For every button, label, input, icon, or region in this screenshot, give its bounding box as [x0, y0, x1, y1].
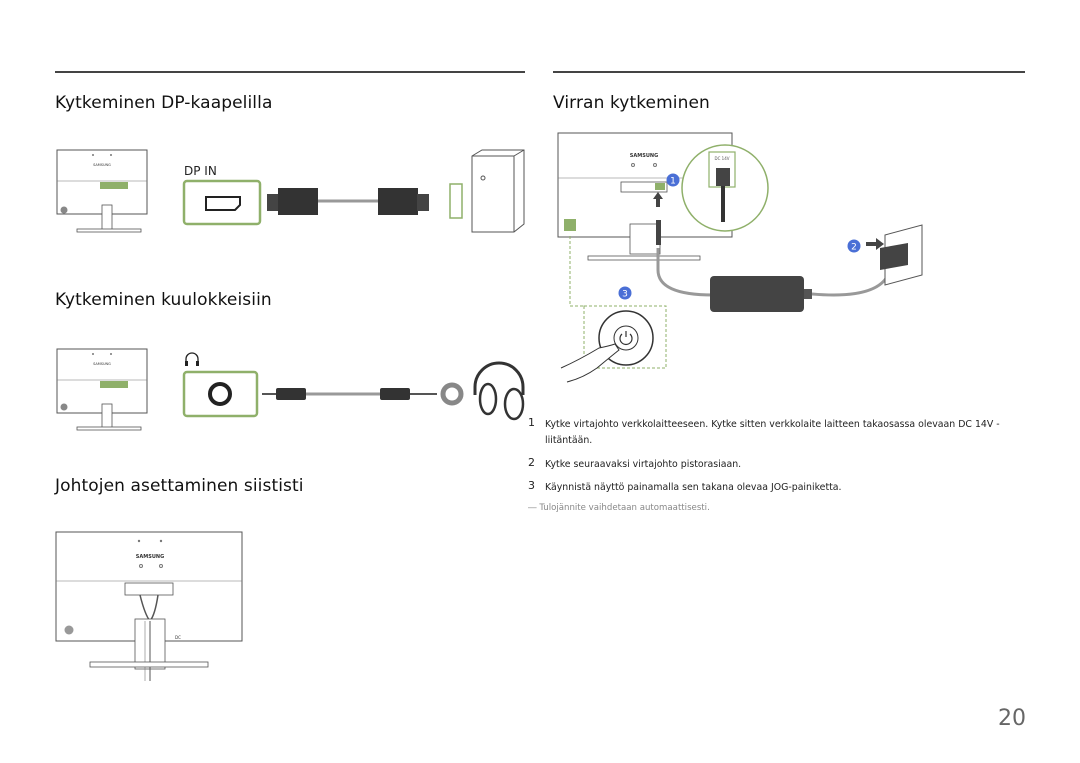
callout-1-icon: 1: [666, 173, 680, 187]
note-dash-icon: ―: [528, 503, 537, 513]
power-adapter-icon: [710, 276, 812, 312]
dc-cable-path: [656, 269, 714, 297]
step-text: Käynnistä näyttö painamalla sen takana o…: [545, 482, 842, 493]
dp-port-icon: [182, 179, 262, 226]
monitor-back-icon: SAMSUNG: [56, 348, 148, 431]
wall-outlet-icon: [880, 224, 923, 286]
pc-tower-icon: [449, 149, 525, 233]
arrow-up-icon: [653, 192, 663, 207]
dp-in-label: DP IN: [184, 164, 217, 178]
headphones-icon: [473, 361, 525, 421]
right-column-rule: [553, 71, 1025, 73]
dp-cable-icon: [267, 188, 429, 215]
cables-section-title: Johtojen asettaminen siististi: [55, 476, 304, 496]
monitor-brand-label: SAMSUNG: [93, 163, 111, 167]
monitor-brand-label: SAMSUNG: [136, 554, 164, 560]
arrow-right-icon: [866, 238, 884, 250]
note-text: Tulojännite vaihdetaan automaattisesti.: [539, 503, 710, 513]
callout-3-label: 3: [622, 290, 628, 300]
headphone-symbol-icon: [185, 352, 199, 366]
cable-management-diagram: SAMSUNG DC: [55, 531, 243, 681]
ac-cable-path: [811, 269, 892, 297]
headphones-connection-diagram: SAMSUNG: [56, 348, 525, 431]
step-text: Kytke virtajohto verkkolaitteeseen. Kytk…: [545, 419, 1000, 446]
step-number: 1: [528, 416, 535, 429]
callout-2-label: 2: [851, 243, 857, 253]
power-note: ― Tulojännite vaihdetaan automaattisesti…: [528, 503, 710, 513]
dc-port-zoom-icon: DC 14V: [681, 144, 769, 232]
headphone-port-icon: [182, 370, 259, 418]
monitor-brand-label: SAMSUNG: [93, 362, 111, 366]
svg-text:DC: DC: [175, 635, 181, 640]
monitor-brand-label: SAMSUNG: [630, 153, 658, 159]
left-column-rule: [55, 71, 525, 73]
power-connection-diagram: SAMSUNG DC 14V 1: [557, 132, 923, 383]
step-number: 2: [528, 456, 535, 469]
step-number: 3: [528, 479, 535, 492]
dp-section-title: Kytkeminen DP-kaapelilla: [55, 93, 273, 113]
dc-port-label: DC 14V: [715, 156, 730, 161]
dp-connection-diagram: SAMSUNG DP IN: [56, 149, 525, 233]
jog-button-zoom-icon: [560, 236, 667, 383]
headphones-section-title: Kytkeminen kuulokkeisiin: [55, 290, 272, 310]
audio-cable-icon: [262, 382, 464, 406]
callout-1-label: 1: [670, 177, 676, 187]
step-text: Kytke seuraavaksi virtajohto pistorasiaa…: [545, 459, 742, 470]
callout-2-icon: 2: [847, 239, 861, 253]
monitor-back-icon: SAMSUNG: [56, 149, 148, 233]
page-number: 20: [998, 706, 1026, 731]
callout-3-icon: 3: [618, 286, 632, 300]
power-section-title: Virran kytkeminen: [553, 93, 710, 113]
